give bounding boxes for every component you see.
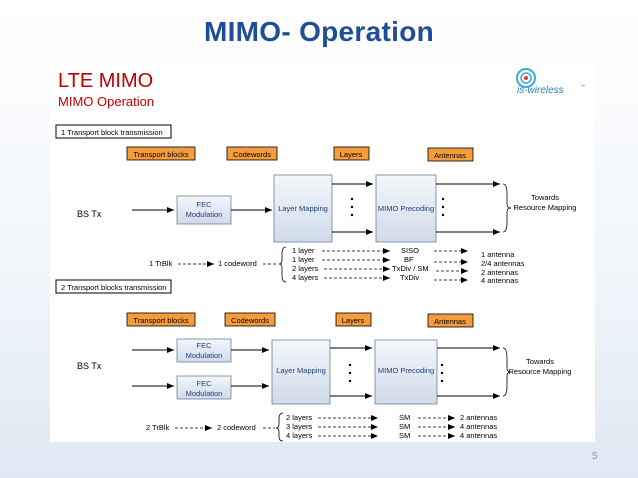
s1-modulation: Modulation xyxy=(186,210,223,219)
s2-mode-2: SM xyxy=(399,431,410,440)
s2-modulation-a: Modulation xyxy=(186,351,223,360)
s2-layer-0: 2 layers xyxy=(286,413,313,422)
s2-antenna-0: 2 antennas xyxy=(460,413,497,422)
s1-header-layers: Layers xyxy=(340,150,363,159)
s2-mode-0: SM xyxy=(399,413,410,422)
s1-mimo-precoding: MIMO Precoding xyxy=(378,204,434,213)
s1-antenna-3: 4 antennas xyxy=(481,276,518,285)
s2-header-layers: Layers xyxy=(342,316,365,325)
s2-mimo-precoding: MIMO Precoding xyxy=(378,366,434,375)
s1-mode-0: SISO xyxy=(401,246,419,255)
s1-mode-1: BF xyxy=(404,255,414,264)
s1-layer-mapping: Layer Mapping xyxy=(278,204,328,213)
s2-layer-mapping: Layer Mapping xyxy=(276,366,326,375)
s2-mode-1: SM xyxy=(399,422,410,431)
s2-layer-2: 4 layers xyxy=(286,431,313,440)
s1-layer-3: 4 layers xyxy=(292,273,319,282)
logo-text: is-wireless xyxy=(517,85,564,96)
s1-mode-3: TxDiv xyxy=(400,273,419,282)
s1-antenna-1: 2/4 antennas xyxy=(481,259,525,268)
s2-mode-rows: 2 layers SM 2 antennas 3 layers SM 4 ant… xyxy=(286,413,497,440)
s1-layer-1: 1 layer xyxy=(292,255,315,264)
s2-resource-mapping: Resource Mapping xyxy=(509,367,572,376)
s1-codeword: 1 codeword xyxy=(218,259,257,268)
s1-header-codewords: Codewords xyxy=(233,150,271,159)
s1-resource-mapping: Resource Mapping xyxy=(514,203,577,212)
s1-antenna-0: 1 antenna xyxy=(481,250,515,259)
s2-antenna-2: 4 antennas xyxy=(460,431,497,440)
s1-trblk: 1 TrBlk xyxy=(149,259,173,268)
s1-antenna-2: 2 antennas xyxy=(481,268,518,277)
s1-header-antennas: Antennas xyxy=(434,151,466,160)
s2-modulation-b: Modulation xyxy=(186,389,223,398)
s2-antenna-1: 4 antennas xyxy=(460,422,497,431)
s1-layer-0: 1 layer xyxy=(292,246,315,255)
is-wireless-logo: is-wireless ™ xyxy=(516,68,585,96)
s2-codeword: 2 codeword xyxy=(217,423,256,432)
logo-mark: ™ xyxy=(580,84,585,90)
diagram-panel: LTE MIMO MIMO Operation is-wireless ™ 1 … xyxy=(50,64,595,442)
s2-header-codewords: Codewords xyxy=(231,316,269,325)
s2-trblk: 2 TrBlk xyxy=(146,423,170,432)
s1-layer-2: 2 layers xyxy=(292,264,319,273)
s2-header-antennas: Antennas xyxy=(434,317,466,326)
s1-mode-rows: 1 layer SISO 1 antenna 1 layer BF 2/4 an… xyxy=(292,246,525,285)
s1-bs-tx: BS Tx xyxy=(77,209,102,219)
section2-label: 2 Transport blocks transmission xyxy=(61,283,166,292)
page-number: 5 xyxy=(592,451,598,462)
s1-mode-2: TxDiv / SM xyxy=(392,264,429,273)
panel-heading: LTE MIMO xyxy=(58,70,153,92)
s2-layer-1: 3 layers xyxy=(286,422,313,431)
mimo-diagram: LTE MIMO MIMO Operation is-wireless ™ 1 … xyxy=(55,68,585,442)
panel-subheading: MIMO Operation xyxy=(58,94,154,109)
s1-towards: Towards xyxy=(531,193,559,202)
s2-fec-b: FEC xyxy=(197,379,213,388)
s2-towards: Towards xyxy=(526,357,554,366)
slide-title: MIMO- Operation xyxy=(203,16,435,47)
s1-fec: FEC xyxy=(197,200,213,209)
s2-header-transport: Transport blocks xyxy=(133,316,188,325)
s2-bs-tx: BS Tx xyxy=(77,361,102,371)
s2-fec-a: FEC xyxy=(197,341,213,350)
section1-label: 1 Transport block transmission xyxy=(61,128,163,137)
s1-header-transport: Transport blocks xyxy=(133,150,188,159)
